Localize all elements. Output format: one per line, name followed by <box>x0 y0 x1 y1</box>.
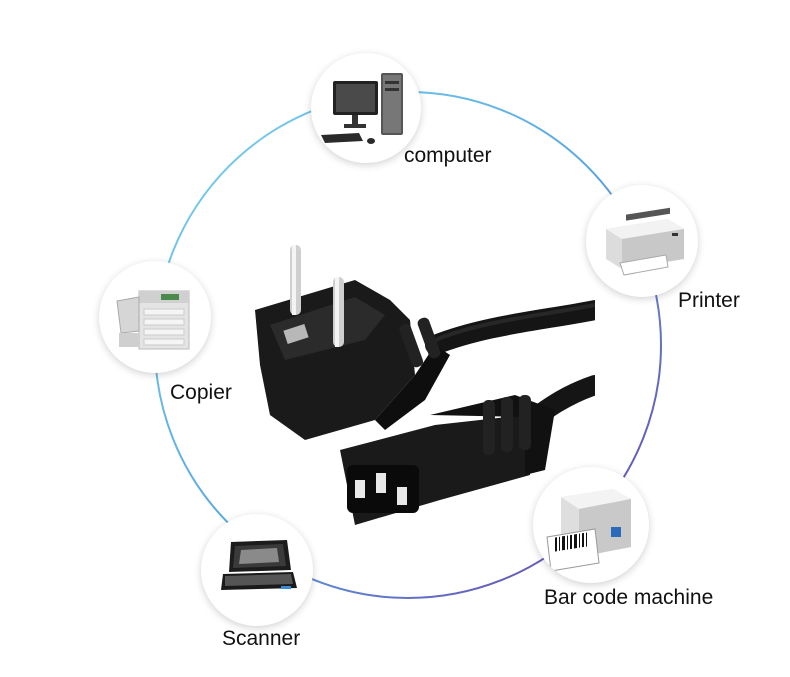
barcode-printer-icon <box>546 489 631 572</box>
copier-label: Copier <box>170 381 232 404</box>
copier-icon <box>116 290 190 350</box>
scanner-node <box>201 514 313 626</box>
scanner-label: Scanner <box>222 627 301 650</box>
printer-node <box>586 185 698 297</box>
barcode-machine-label: Bar code machine <box>544 586 714 609</box>
computer-icon <box>321 73 403 144</box>
printer-label: Printer <box>678 289 740 312</box>
scanner-icon <box>221 540 297 590</box>
power-cord-icon <box>255 245 595 525</box>
copier-node <box>99 261 211 373</box>
barcode-machine-node <box>533 467 649 583</box>
computer-node <box>311 53 421 163</box>
printer-icon <box>606 207 684 276</box>
computer-label: computer <box>404 144 492 167</box>
